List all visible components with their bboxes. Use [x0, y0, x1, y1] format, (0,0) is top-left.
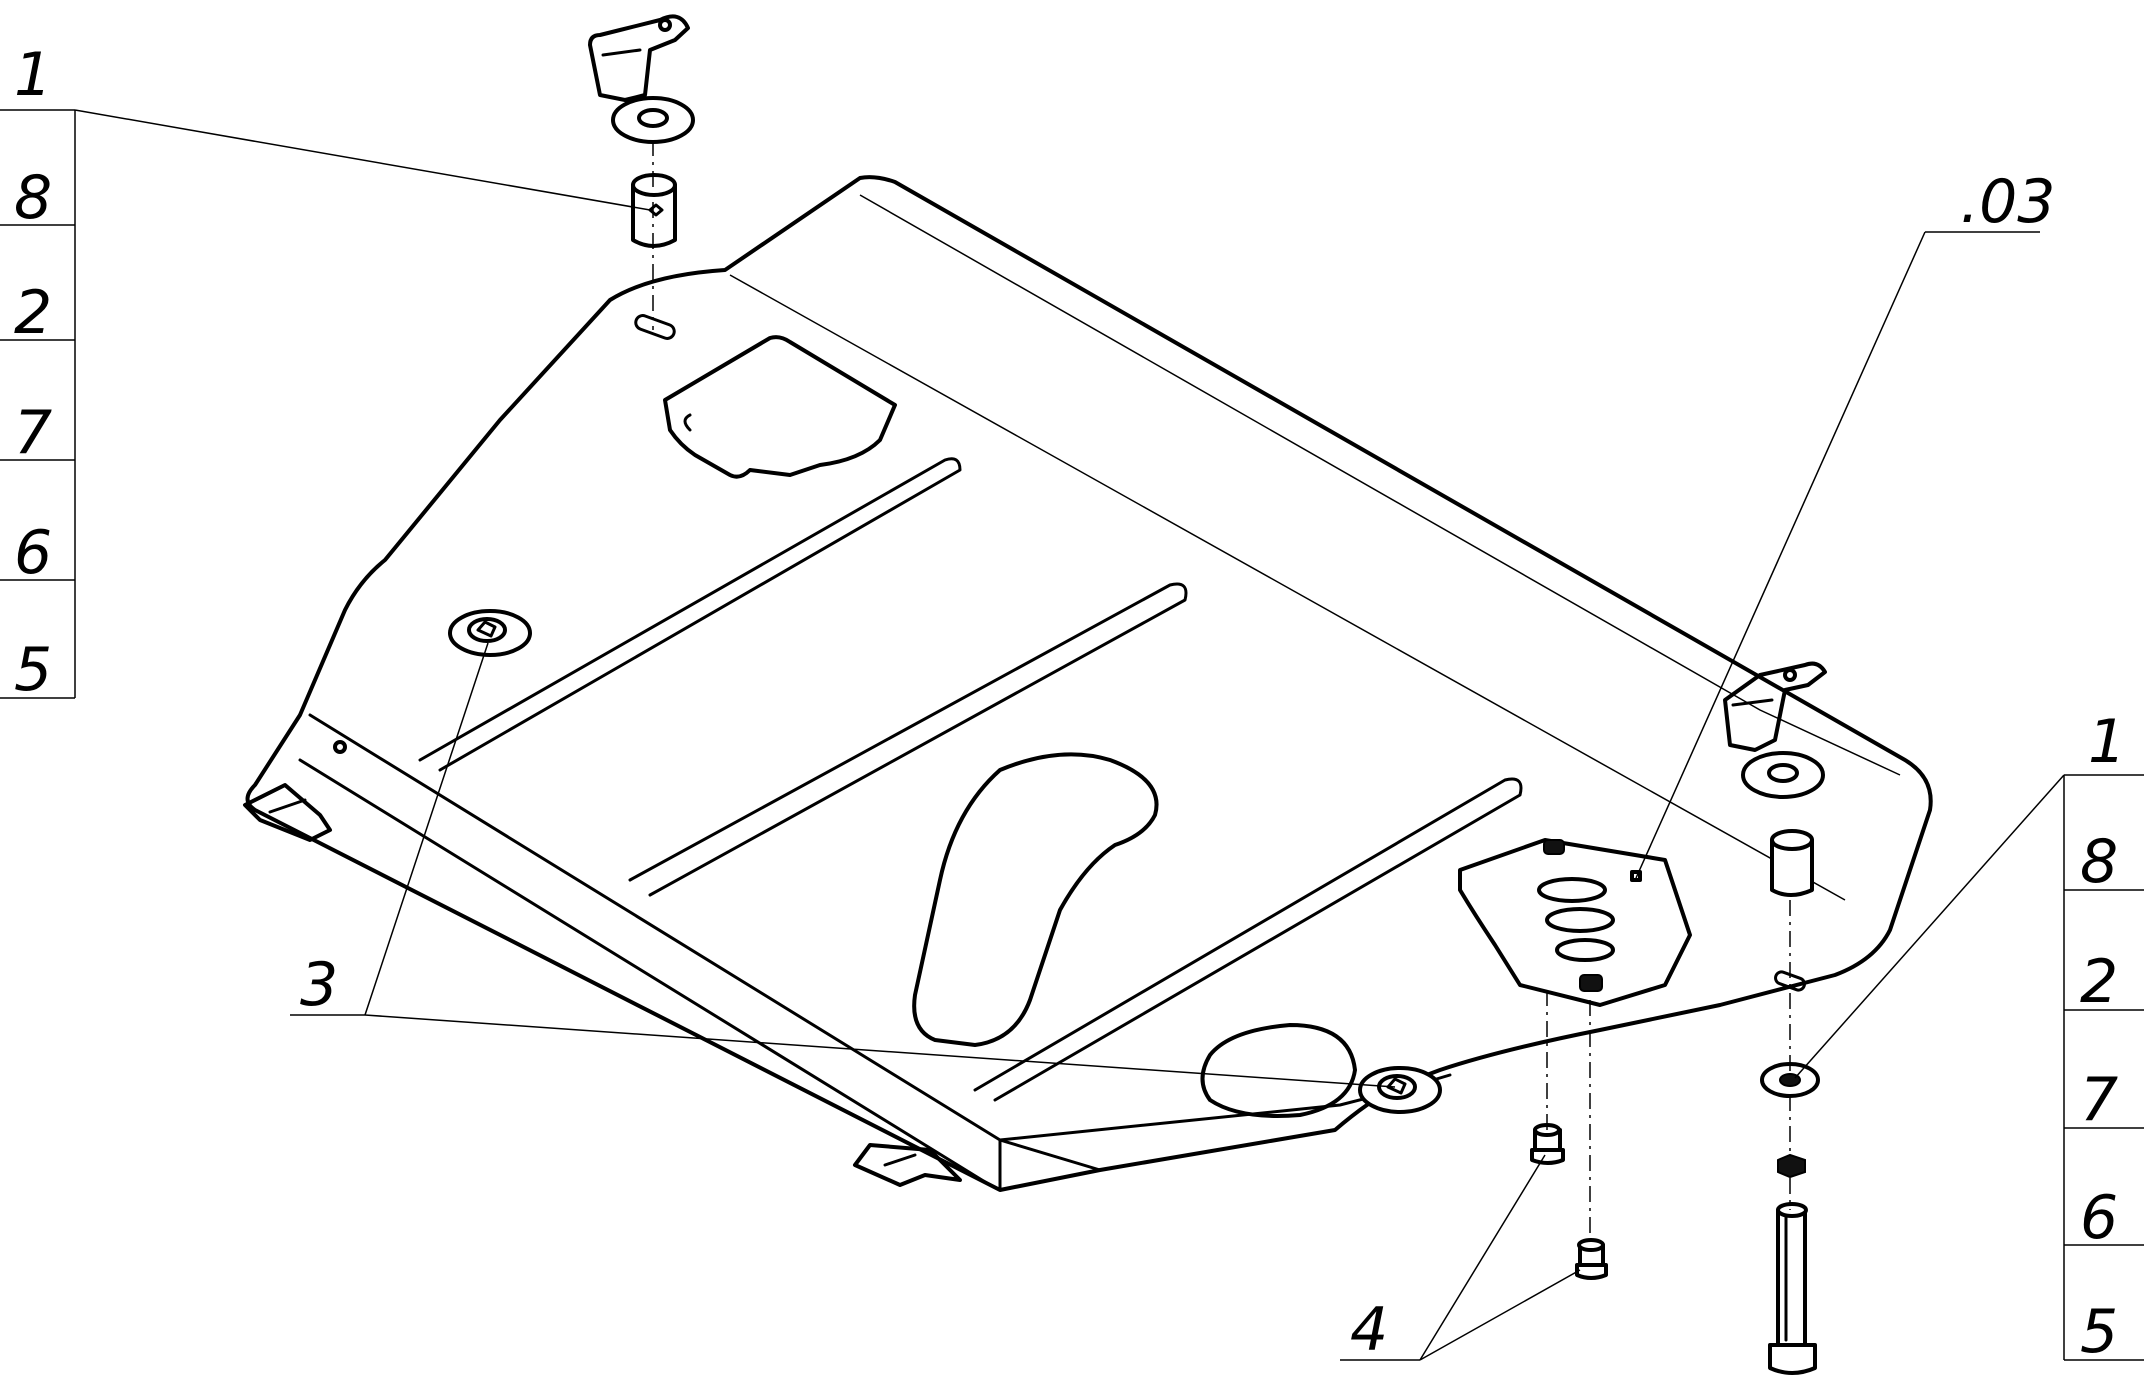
washer-left [448, 609, 532, 657]
callout-right-4: 7 [2080, 1065, 2118, 1135]
callout-4-label: 4 [1350, 1295, 1388, 1365]
callout-right-2: 8 [2080, 827, 2118, 897]
callout-left-2: 8 [14, 163, 52, 233]
bolt-4-a [1530, 1123, 1565, 1165]
bracket-top-left [588, 14, 690, 102]
callout-left-4: 7 [14, 398, 52, 468]
callout-left-3: 2 [14, 278, 52, 348]
bolt-right [1768, 1202, 1817, 1375]
skid-plate [243, 175, 1933, 1192]
callout-right-1: 1 [2088, 707, 2126, 777]
nut-right [1777, 1153, 1806, 1179]
washer-top-left [611, 96, 695, 144]
callout-4: 4 [1340, 1154, 1581, 1365]
callout-left-5: 6 [14, 518, 52, 588]
washer-front [1358, 1066, 1442, 1114]
callout-3: 3 [290, 642, 1396, 1088]
callout-right-6: 5 [2080, 1297, 2118, 1367]
bracket-right [1723, 661, 1827, 752]
spacer-top-left [631, 173, 677, 248]
callout-03-label: .03 [1960, 167, 2055, 237]
callout-3-label: 3 [300, 950, 338, 1020]
callout-right-3: 2 [2080, 947, 2118, 1017]
callout-stack-right: 1 8 2 7 6 5 [1794, 707, 2144, 1367]
bolt-4-b [1575, 1238, 1608, 1280]
inspection-cover [1458, 838, 1692, 1007]
callout-left-1: 1 [14, 40, 52, 110]
callout-right-5: 6 [2080, 1183, 2118, 1253]
callout-03: .03 [1635, 167, 2055, 879]
washer-right [1741, 751, 1825, 799]
callout-stack-left: 1 8 2 7 6 5 [0, 40, 651, 705]
spacer-right [1770, 829, 1814, 897]
callout-left-6: 5 [14, 635, 52, 705]
